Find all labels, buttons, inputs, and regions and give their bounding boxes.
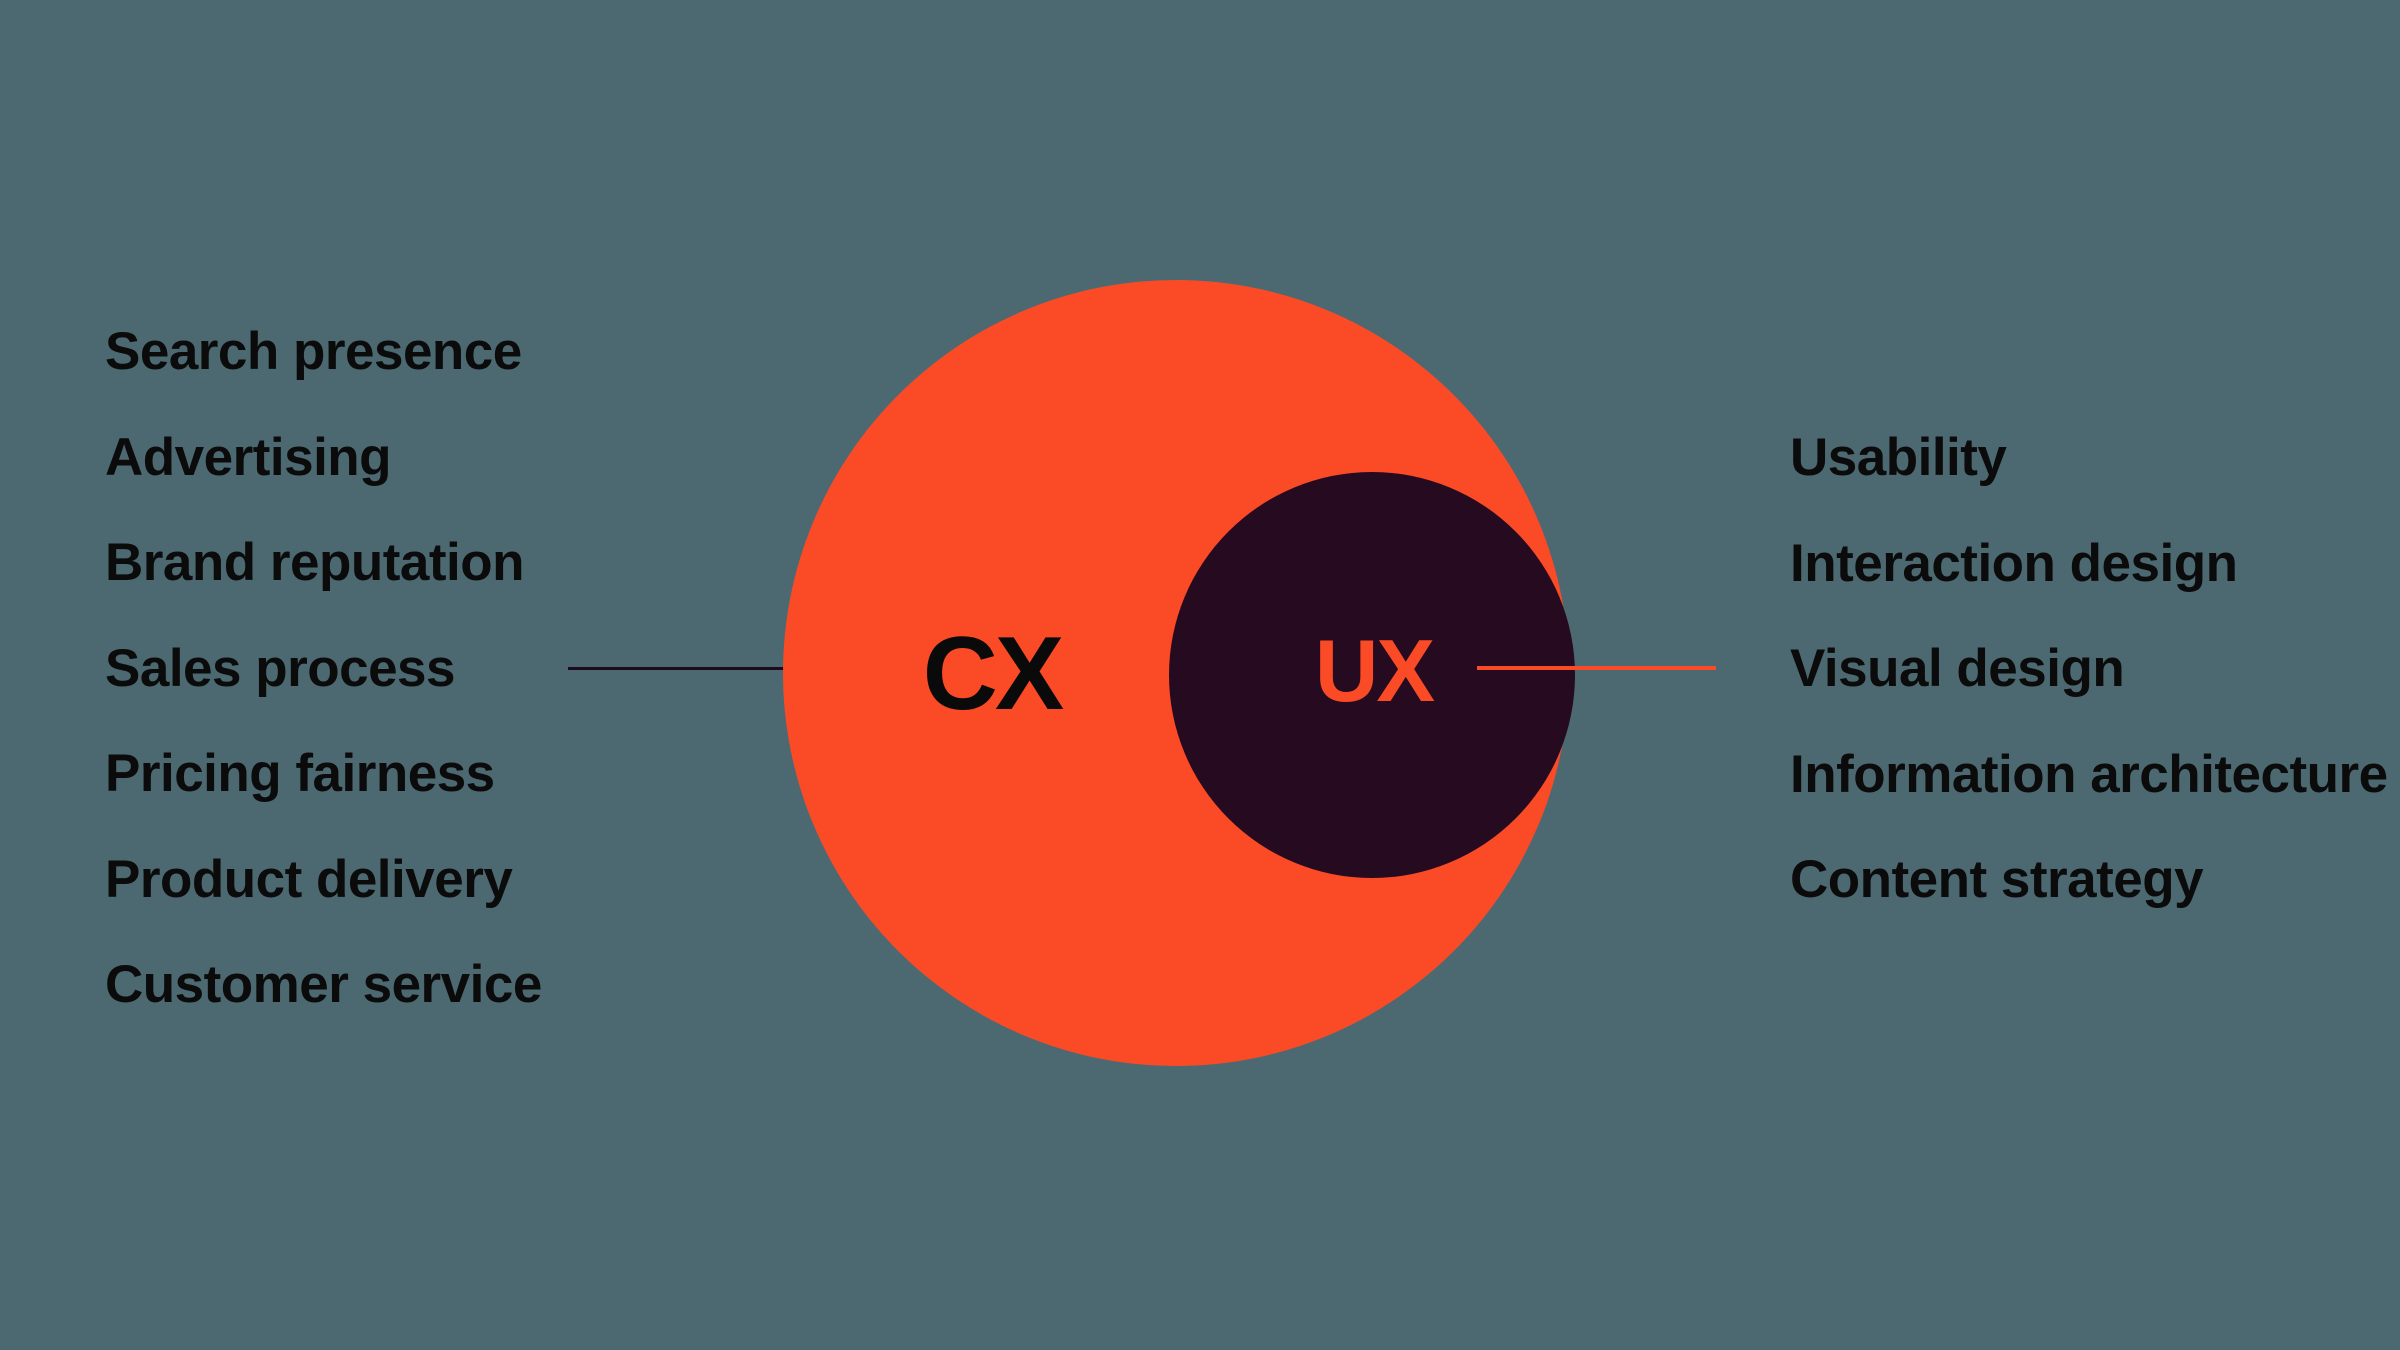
list-item: Brand reputation (105, 533, 524, 593)
ux-circle (1169, 472, 1575, 878)
ux-label: UX (1314, 621, 1435, 720)
list-item: Usability (1790, 428, 2007, 488)
list-item: Visual design (1790, 639, 2125, 699)
list-item: Content strategy (1790, 850, 2204, 910)
list-item: Information architecture (1790, 744, 2388, 804)
list-item: Interaction design (1790, 533, 2238, 593)
list-item: Pricing fairness (105, 744, 495, 804)
list-item: Advertising (105, 427, 392, 487)
cx-label: CX (922, 616, 1064, 732)
list-item: Sales process (105, 638, 456, 698)
list-item: Customer service (105, 955, 542, 1015)
list-item: Product delivery (105, 849, 513, 909)
list-item: Search presence (105, 322, 522, 382)
cx-connector-line (568, 667, 865, 670)
ux-connector-line (1477, 666, 1716, 670)
